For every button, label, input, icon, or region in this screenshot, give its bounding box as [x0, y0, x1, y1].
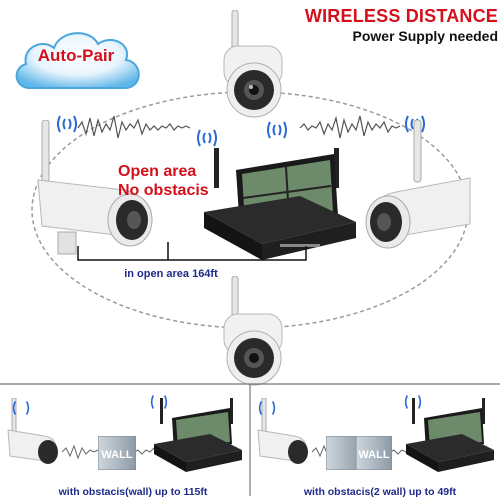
- auto-pair-label: Auto-Pair: [37, 46, 115, 65]
- wifi-signal-icon: [258, 401, 276, 415]
- wall-label: WALL: [358, 449, 389, 461]
- nvr-monitor-bottom-left: [154, 398, 242, 472]
- camera-middle: [223, 276, 283, 386]
- range-label: in open area 164ft: [124, 268, 218, 280]
- wall-panel: WALL: [356, 436, 392, 470]
- wifi-signal-icon: [150, 395, 168, 409]
- camera-left: [37, 120, 153, 255]
- wall-label: WALL: [101, 449, 132, 461]
- nvr-monitor-bottom-right: [406, 398, 494, 472]
- wifi-signal-icon: [404, 395, 422, 409]
- camera-bottom-left: [7, 398, 58, 464]
- nvr-monitor-center: [204, 148, 356, 260]
- wall-panel: WALL: [98, 436, 136, 470]
- open-area-note: Open area No obstacis: [118, 162, 209, 200]
- camera-right: [365, 120, 471, 249]
- bottom-right-label: with obstacis(2 wall) up to 49ft: [303, 486, 457, 498]
- page-subtitle: Power Supply needed: [352, 28, 498, 44]
- wifi-signal-icon: [57, 115, 77, 133]
- open-area-line-1: Open area: [118, 163, 197, 180]
- camera-bottom-right: [257, 398, 308, 464]
- open-area-line-2: No obstacis: [118, 182, 209, 199]
- wifi-signal-icon: [12, 401, 30, 415]
- bottom-left-label: with obstacis(wall) up to 115ft: [58, 486, 208, 498]
- camera-top: [223, 10, 283, 118]
- wifi-signal-icon: [267, 121, 287, 139]
- auto-pair-cloud: [15, 32, 140, 89]
- wifi-signal-icon: [197, 129, 217, 147]
- page-title: WIRELESS DISTANCE: [304, 6, 498, 26]
